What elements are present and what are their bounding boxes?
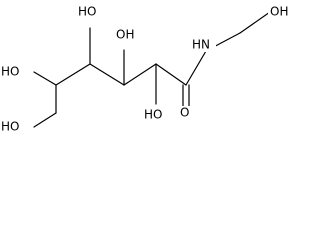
bond-c5-c4 [55, 63, 91, 86]
atom-label-oh-c5: HO [1, 65, 19, 79]
atom-label-carbonyl-o: O [180, 106, 189, 120]
atom-label-amide-nh: HN [192, 38, 210, 52]
bond-c5-oh [33, 71, 57, 86]
atom-label-oh-c3: OH [116, 28, 134, 42]
carbon-backbone [55, 63, 187, 114]
substituent-bonds [33, 11, 271, 128]
atom-label-oh-c2: HO [144, 108, 162, 122]
bond-c3-c2 [123, 63, 157, 86]
atom-label-oh-c6: HO [1, 120, 19, 134]
bond-c6-oh [33, 112, 57, 128]
bond-c2-c1 [155, 63, 187, 86]
bond-c1-n [185, 50, 207, 86]
molecule-structure: HO HO HO OH HO O HN OH [1, 4, 298, 134]
atom-label-oh-c4: HO [78, 5, 96, 19]
atom-labels: HO HO HO OH HO O HN OH [1, 5, 298, 134]
bond-ca-cb [239, 11, 271, 34]
bond-c4-c3 [89, 63, 125, 86]
atom-label-oh-terminal: OH [270, 5, 288, 19]
